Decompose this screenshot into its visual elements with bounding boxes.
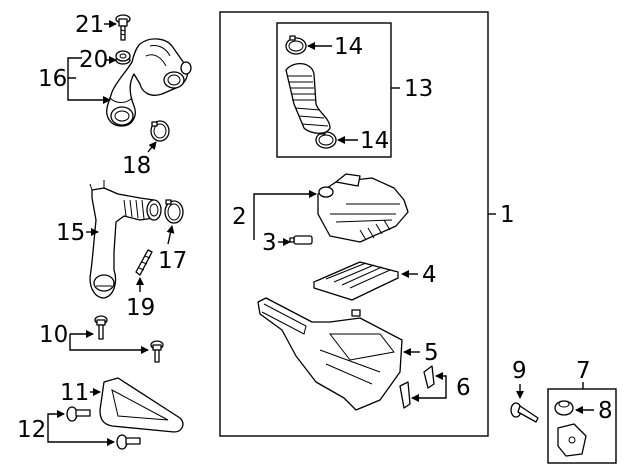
callout-2: 2 [232,204,247,230]
hose-19 [135,249,153,276]
airbox-lower-5 [257,297,403,411]
intake-tube-16 [106,38,192,127]
callout-18: 18 [122,153,151,179]
leader-lines [47,20,594,446]
callout-4: 4 [422,262,437,288]
screw-12a [66,406,91,422]
callout-9: 9 [512,358,527,384]
bolt-21 [115,14,131,41]
clamp-18 [150,120,170,142]
callout-10: 10 [39,322,68,348]
duct-panel-11 [99,377,184,433]
callout-17: 17 [158,248,187,274]
callout-6: 6 [456,375,471,401]
nut-20 [115,50,131,65]
airbox-cover-2 [317,173,409,243]
callout-1: 1 [500,202,515,228]
callout-14-upper: 14 [334,34,363,60]
screw-10a [94,315,108,340]
callout-19: 19 [126,295,155,321]
clamp-14-upper [285,35,307,55]
bellows-hose-13 [285,63,331,134]
callout-15: 15 [56,220,85,246]
bracket-7 [557,423,587,457]
callout-20: 20 [79,47,108,73]
clip-6a [423,365,435,389]
intake-duct-15 [89,180,162,299]
callout-14-lower: 14 [360,128,389,154]
screw-10b [150,340,164,363]
callout-16: 16 [38,66,67,92]
callout-13: 13 [404,76,433,102]
bolt-9 [510,402,539,423]
callout-12: 12 [17,417,46,443]
callout-8: 8 [598,398,613,424]
clamp-17 [164,199,184,224]
grommet-8 [554,400,574,416]
clip-6b [399,381,411,409]
air-filter-4 [313,261,399,301]
duct-kit-frame [276,22,392,158]
callout-21: 21 [75,12,104,38]
sensor-3 [289,235,313,245]
callout-11: 11 [60,380,89,406]
callout-labels: 21 20 16 18 15 17 19 10 11 12 14 14 13 2… [17,12,613,443]
screw-12b [116,434,141,450]
callout-5: 5 [424,340,439,366]
callout-3: 3 [262,230,277,256]
assembly-frame [219,11,489,437]
clamp-14-lower [315,129,337,149]
bracket-kit-frame [547,388,617,464]
callout-7: 7 [576,358,591,384]
